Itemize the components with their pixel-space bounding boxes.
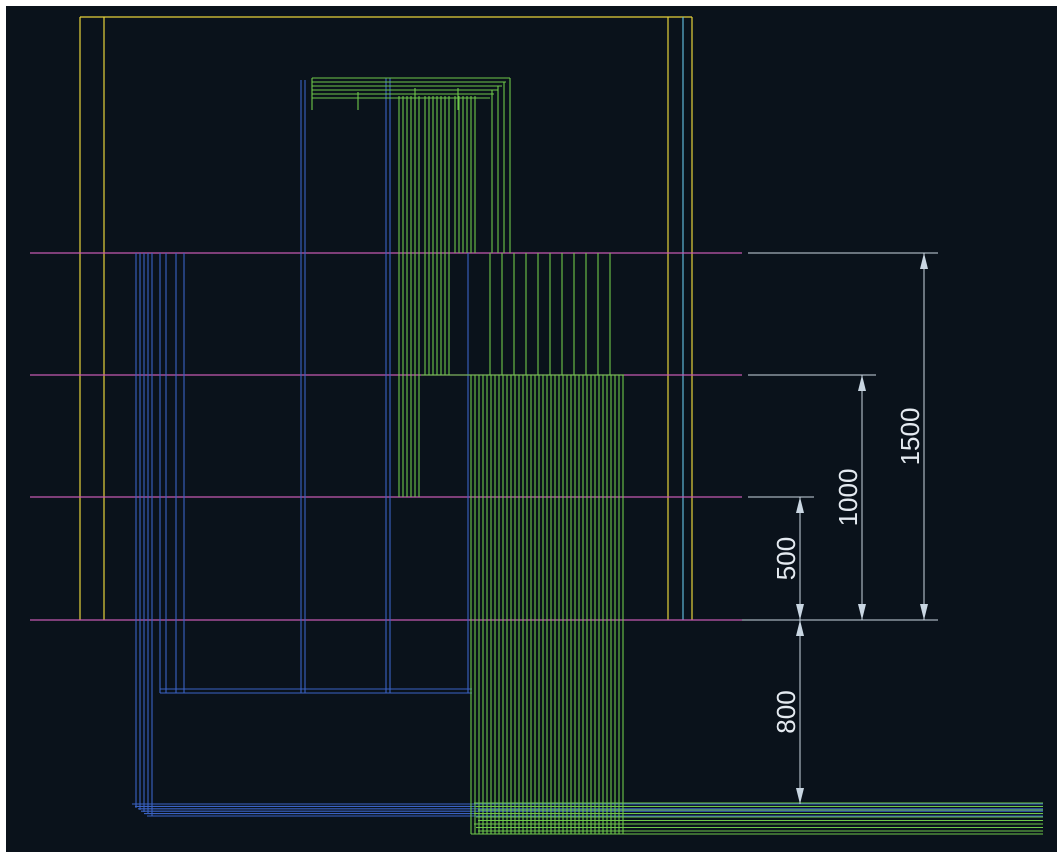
dimension-arrowhead [920,253,928,269]
dimension-arrowhead [796,788,804,804]
cad-drawing[interactable]: 500 1000 1500 800 [6,6,1057,852]
dimension-1500-label: 1500 [895,408,925,466]
frame-layer [79,16,693,620]
dimension-arrowhead [796,620,804,636]
dimension-800-label: 800 [771,690,801,733]
dimension-1000-label: 1000 [833,469,863,527]
dimension-layer: 500 1000 1500 800 [742,252,938,804]
cad-viewport[interactable]: 500 1000 1500 800 [6,6,1057,852]
green-pipes-layer [311,77,1043,835]
dimension-arrowhead [920,604,928,620]
dimension-arrowhead [796,604,804,620]
dimension-arrowhead [796,497,804,513]
dimension-arrowhead [858,604,866,620]
dimension-500-label: 500 [771,537,801,580]
dimension-arrowhead [858,375,866,391]
